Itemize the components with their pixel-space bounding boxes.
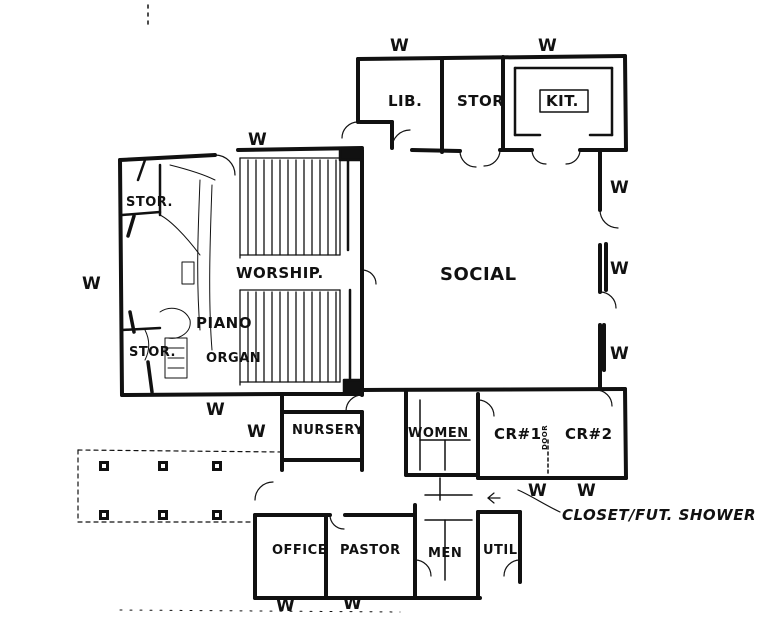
room-label-stor-upper-left: STOR. (126, 195, 173, 210)
window-marker: W (343, 594, 363, 614)
walkway-columns (99, 461, 222, 520)
covered-walkway (77, 449, 283, 523)
room-label-lib: LIB. (388, 92, 423, 110)
room-label-stor-top: STOR (457, 92, 505, 110)
room-label-office: OFFICE (272, 543, 328, 558)
room-label-cr1: CR#1 (494, 425, 542, 443)
window-marker: W (528, 481, 548, 501)
pews-upper (239, 157, 341, 259)
window-marker: W (248, 130, 268, 150)
nursery-walls (280, 392, 364, 472)
window-marker: W (610, 178, 630, 198)
window-marker: W (390, 36, 410, 56)
room-label-nursery: NURSERY (292, 423, 364, 438)
room-label-organ: ORGAN (206, 351, 262, 366)
window-marker: W (538, 36, 558, 56)
room-label-men: MEN (428, 546, 463, 561)
window-marker: W (610, 259, 630, 279)
room-label-util: UTIL. (483, 543, 523, 558)
room-label-piano: PIANO (196, 314, 252, 332)
room-label-kit: KIT. (546, 92, 579, 110)
bottom-wing-walls (253, 503, 522, 600)
window-marker: W (276, 596, 296, 616)
room-label-women: WOMEN (408, 426, 469, 441)
window-marker: W (247, 422, 267, 442)
window-marker: W (610, 344, 630, 364)
top-wing-walls (356, 54, 628, 154)
room-label-social: SOCIAL (440, 264, 517, 285)
room-label-stor-lower-left: STOR. (129, 345, 176, 360)
closet-future-shower-note: CLOSET/FUT. SHOWER (562, 506, 757, 524)
room-label-cr2: CR#2 (565, 425, 613, 443)
room-label-pastor: PASTOR (340, 543, 401, 558)
window-marker: W (577, 481, 597, 501)
room-label-worship: WORSHIP. (236, 264, 324, 282)
window-marker: W (206, 400, 226, 420)
door-label: DOOR (541, 424, 549, 450)
class-rooms-walls (404, 387, 628, 480)
social-hall-walls (360, 148, 627, 397)
pews-lower (239, 289, 341, 386)
window-marker: W (82, 274, 102, 294)
